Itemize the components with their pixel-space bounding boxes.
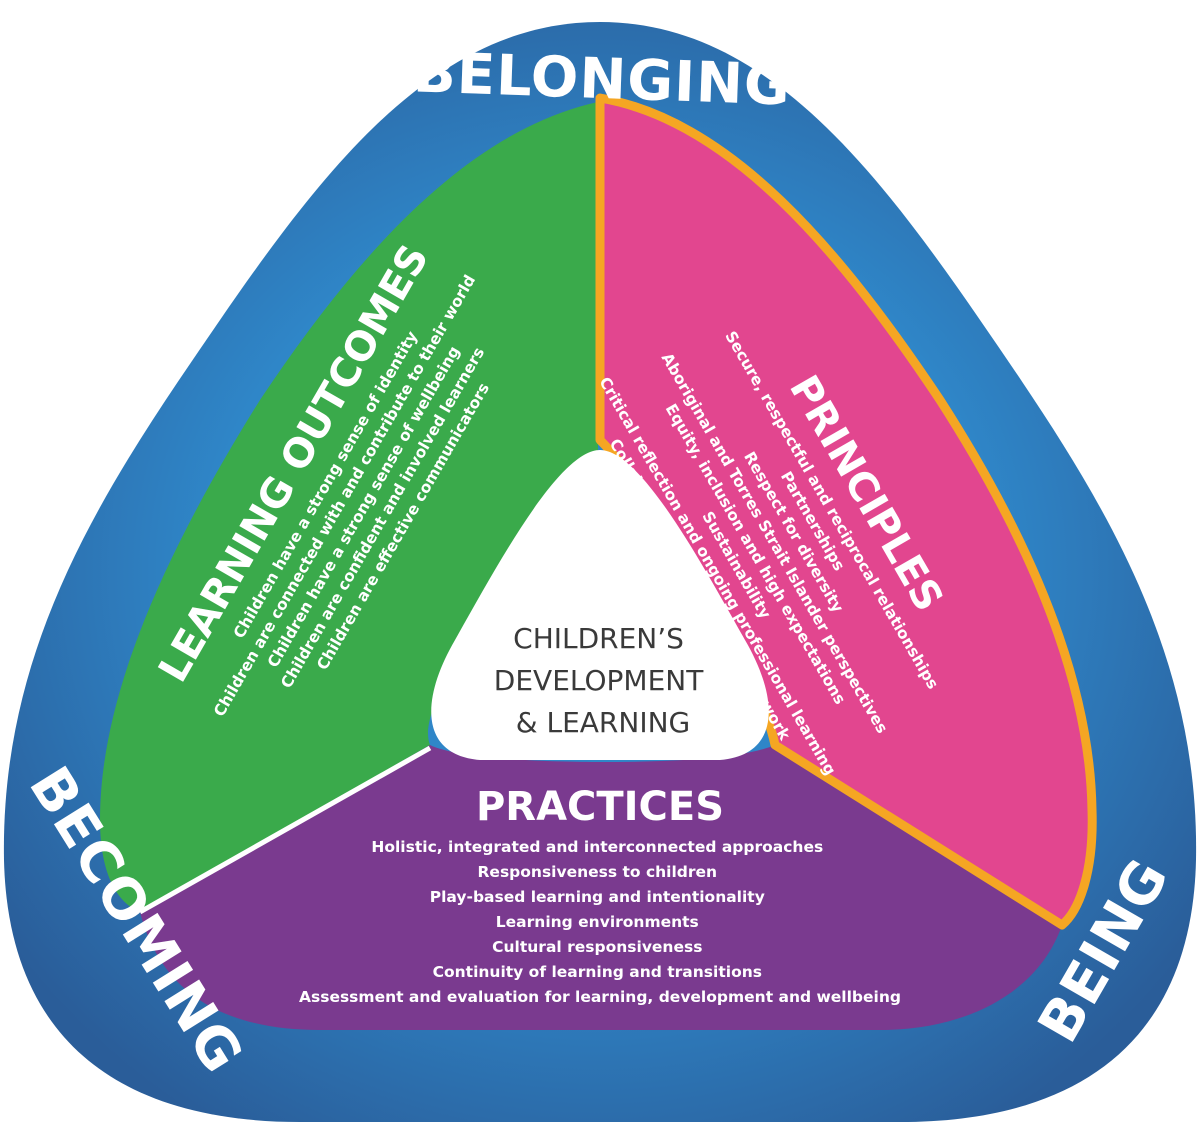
practice-item: Play-based learning and intentionality bbox=[430, 888, 765, 906]
svg-text:Holistic, integrated and inter: Holistic, integrated and interconnected … bbox=[299, 838, 901, 1006]
center-line-2: DEVELOPMENT bbox=[494, 664, 704, 697]
practice-item: Learning environments bbox=[496, 913, 699, 931]
learning-outcomes-segment bbox=[100, 102, 598, 912]
practice-item: Cultural responsiveness bbox=[492, 938, 702, 956]
practice-item: Responsiveness to children bbox=[478, 863, 718, 881]
practice-item: Holistic, integrated and interconnected … bbox=[371, 838, 823, 856]
practices-segment bbox=[140, 745, 1062, 1030]
practice-item: Assessment and evaluation for learning, … bbox=[299, 988, 901, 1006]
svg-text:CHILDREN’S DEVELOPMENT: CHILDREN’S DEVELOPMENT & LEARNING bbox=[494, 622, 712, 739]
practices-title: PRACTICES bbox=[476, 784, 724, 830]
center-triangle bbox=[431, 450, 769, 760]
practice-item: Continuity of learning and transitions bbox=[433, 963, 762, 981]
center-line-1: CHILDREN’S bbox=[513, 622, 684, 655]
svg-text:BELONGING: BELONGING bbox=[412, 40, 792, 118]
divider-left bbox=[138, 745, 432, 915]
ring-label-belonging: BELONGING bbox=[412, 40, 792, 118]
center-line-3: & LEARNING bbox=[516, 706, 690, 739]
